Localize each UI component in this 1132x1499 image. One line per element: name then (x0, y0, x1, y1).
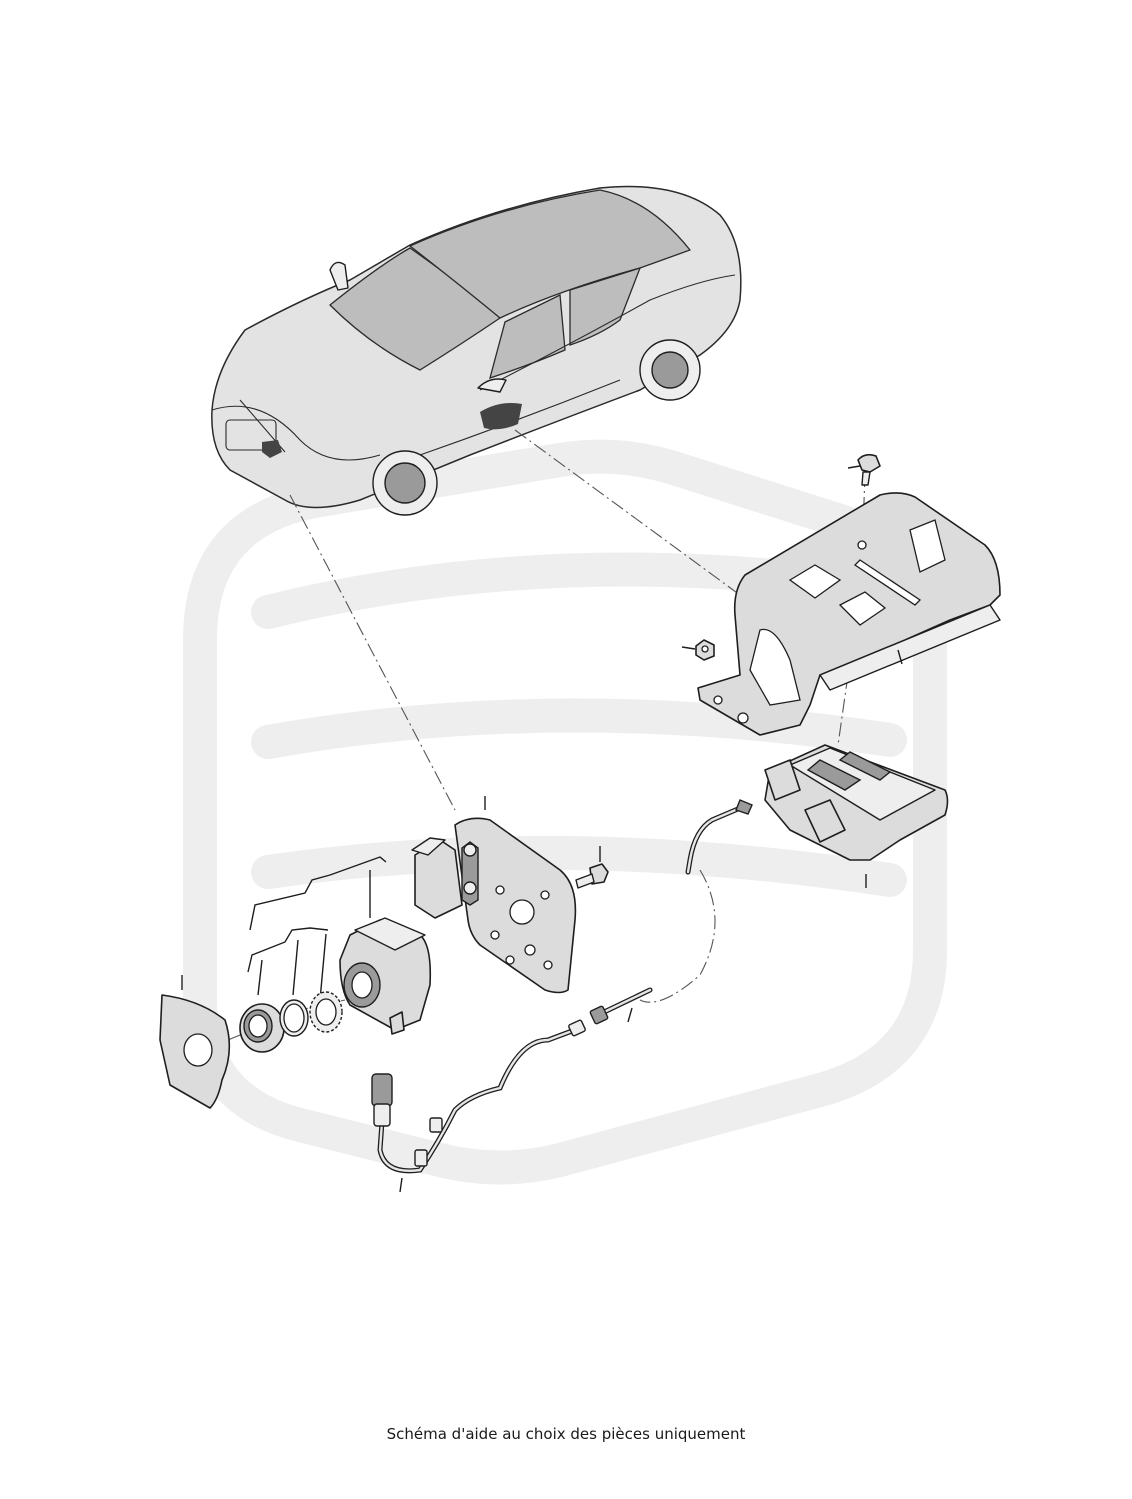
assembly-leaders (247, 856, 387, 1001)
disclaimer-caption: Schéma d'aide au choix des pièces unique… (386, 1425, 746, 1443)
leader-bracket (897, 649, 903, 665)
cover-shield (159, 975, 231, 1109)
nut-icon (681, 639, 715, 661)
sensor-unit (339, 917, 432, 1035)
mounting-bracket (697, 492, 1001, 736)
wiring-harness-upper (685, 799, 753, 875)
vehicle-overview (211, 185, 742, 516)
o-ring (279, 999, 309, 1037)
sealing-ring (239, 1003, 285, 1053)
screw-icon (575, 846, 609, 889)
wiring-harness-lower (371, 987, 653, 1193)
sensor-mounting-plate (411, 796, 577, 994)
highlight-front-grille (262, 440, 282, 458)
control-unit (764, 744, 949, 888)
toothed-washer (309, 991, 343, 1033)
bolt-top-icon (847, 453, 881, 486)
highlight-door-panel (480, 403, 522, 430)
